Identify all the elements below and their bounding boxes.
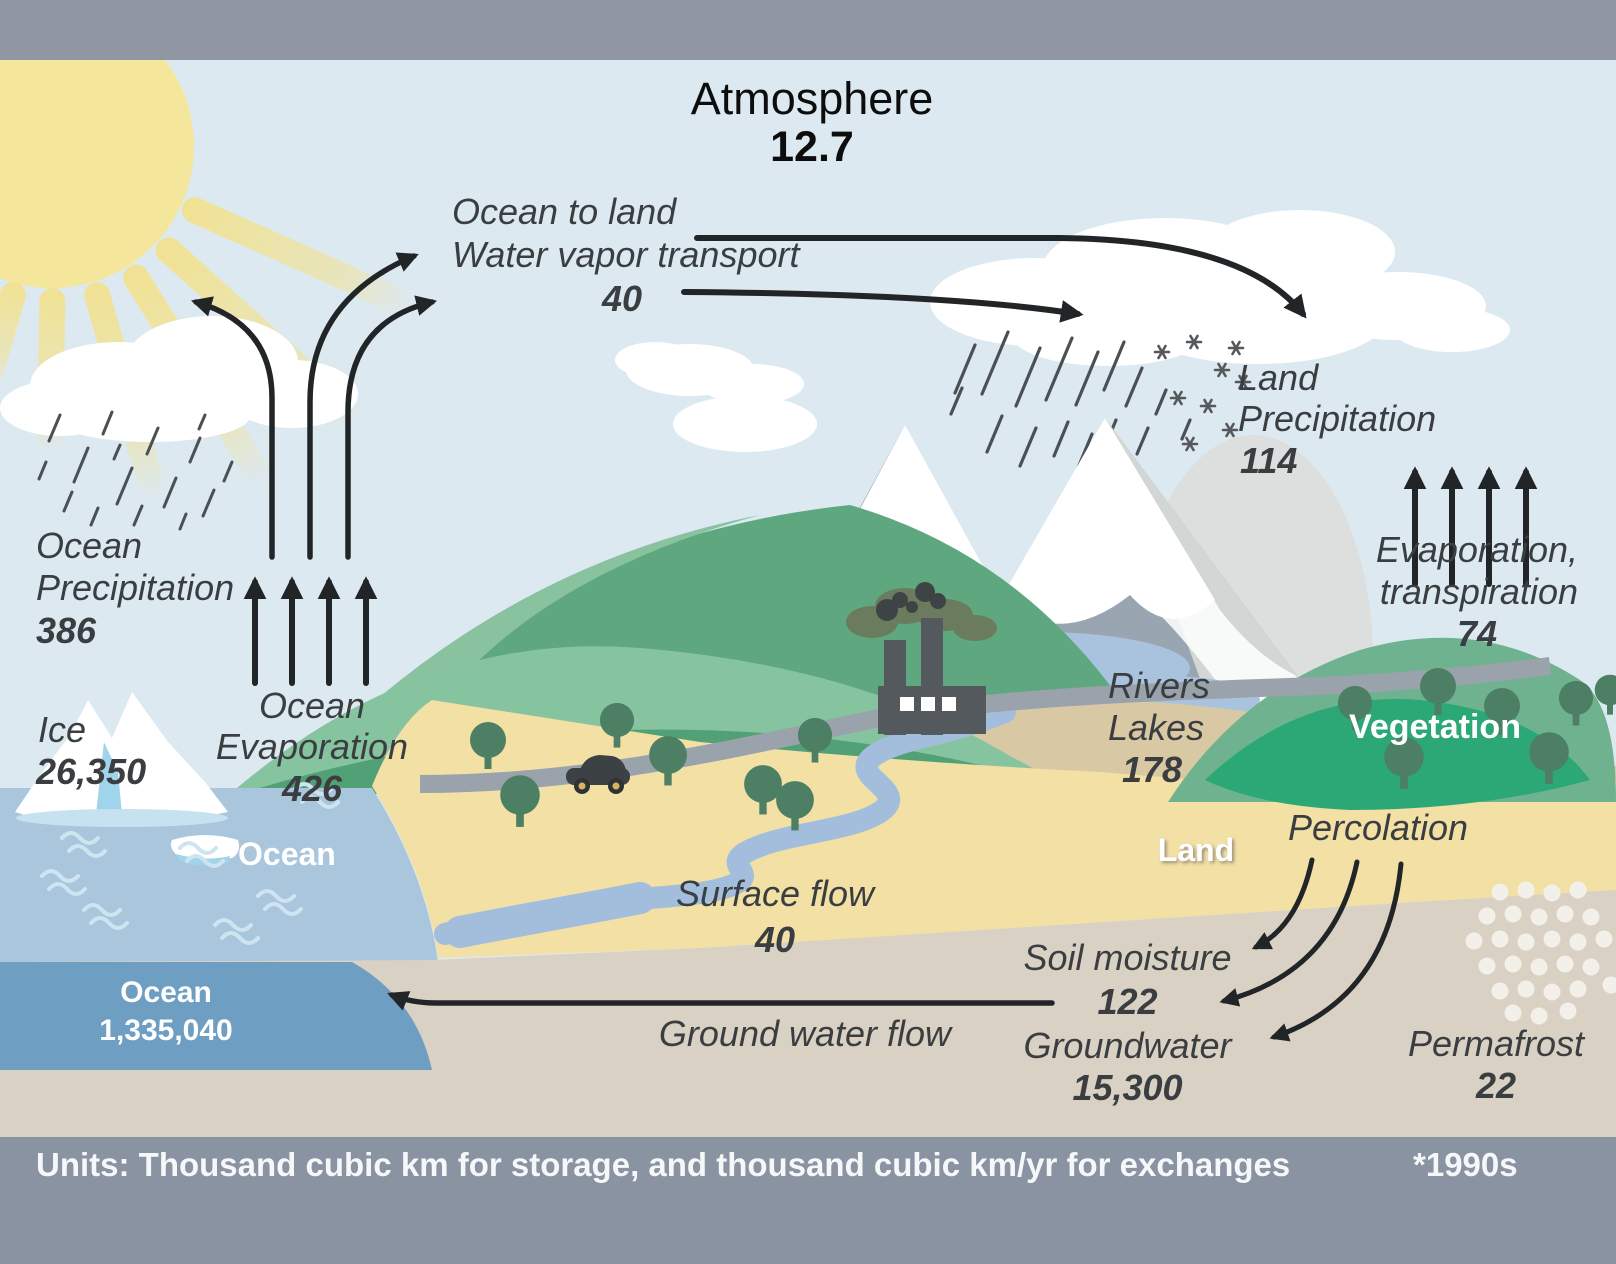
- ocean-evaporation-line2: Evaporation: [215, 726, 409, 767]
- ocean-rain-icon: [37, 410, 234, 531]
- evapotranspiration-arrows: [1403, 466, 1538, 587]
- vapor-rise-arrows: [190, 252, 438, 560]
- land-precipitation-line1: Land: [1238, 357, 1319, 398]
- ocean-precipitation-line1: Ocean: [36, 525, 143, 566]
- ocean-evaporation-value: 426: [281, 768, 343, 809]
- vegetation-label: Vegetation: [1349, 708, 1521, 746]
- rivers-lakes-line2: Lakes: [1108, 707, 1205, 748]
- land-precipitation-value: 114: [1240, 440, 1298, 481]
- permafrost-label: Permafrost: [1407, 1023, 1585, 1064]
- soil-moisture-label: Soil moisture: [1023, 937, 1232, 978]
- soil-moisture-value: 122: [1097, 981, 1158, 1022]
- land-precipitation-line2: Precipitation: [1238, 398, 1437, 439]
- percolation-arrows: [1219, 857, 1404, 1042]
- evapotranspiration-line2: transpiration: [1379, 571, 1578, 612]
- ground-water-flow-label: Ground water flow: [658, 1013, 952, 1054]
- groundwater-flow-arrow: [387, 991, 1055, 1011]
- footer-note-text: *1990s: [1413, 1146, 1518, 1183]
- ocean-surface-label: Ocean: [238, 836, 336, 872]
- ocean-storage-value: 1,335,040: [99, 1014, 233, 1047]
- atmosphere-label: Atmosphere: [690, 73, 934, 124]
- atmosphere-value: 12.7: [770, 123, 854, 171]
- car-icon: [566, 755, 630, 794]
- ocean-to-land-line1: Ocean to land: [452, 191, 677, 232]
- footer-units-text: Units: Thousand cubic km for storage, an…: [36, 1146, 1291, 1183]
- rivers-lakes-value: 178: [1122, 749, 1183, 790]
- ice-label: Ice: [38, 709, 87, 750]
- ocean-storage-label: Ocean: [120, 976, 212, 1009]
- factory-icon: [846, 582, 997, 735]
- permafrost-value: 22: [1475, 1065, 1517, 1106]
- ocean-deep-block: [0, 962, 432, 1070]
- evapotranspiration-value: 74: [1456, 613, 1498, 654]
- permafrost-dots-icon: [1465, 881, 1616, 1025]
- land-label: Land: [1157, 832, 1235, 868]
- ocean-evaporation-arrows: [243, 576, 378, 686]
- ocean-evaporation-line1: Ocean: [258, 685, 366, 726]
- subsoil: [0, 890, 1616, 1138]
- groundwater-value: 15,300: [1072, 1067, 1183, 1108]
- ocean-to-land-value: 40: [601, 278, 643, 319]
- ocean-precipitation-line2: Precipitation: [36, 567, 235, 608]
- rivers-lakes-line1: Rivers: [1108, 665, 1211, 706]
- evapotranspiration-line1: Evaporation,: [1375, 529, 1578, 570]
- surface-flow-value: 40: [754, 919, 796, 960]
- river: [434, 701, 1016, 948]
- ocean-precipitation-value: 386: [36, 610, 97, 651]
- percolation-label: Percolation: [1287, 807, 1469, 848]
- groundwater-label: Groundwater: [1023, 1025, 1232, 1066]
- vapor-transport-arrows: [681, 235, 1307, 323]
- ocean-water: [0, 788, 438, 962]
- top-border-bar: [0, 0, 1616, 60]
- surface-flow-label: Surface flow: [675, 873, 875, 914]
- units-footer-bar: [0, 1137, 1616, 1264]
- ice-value: 26,350: [36, 751, 147, 792]
- ocean-to-land-line2: Water vapor transport: [452, 234, 800, 275]
